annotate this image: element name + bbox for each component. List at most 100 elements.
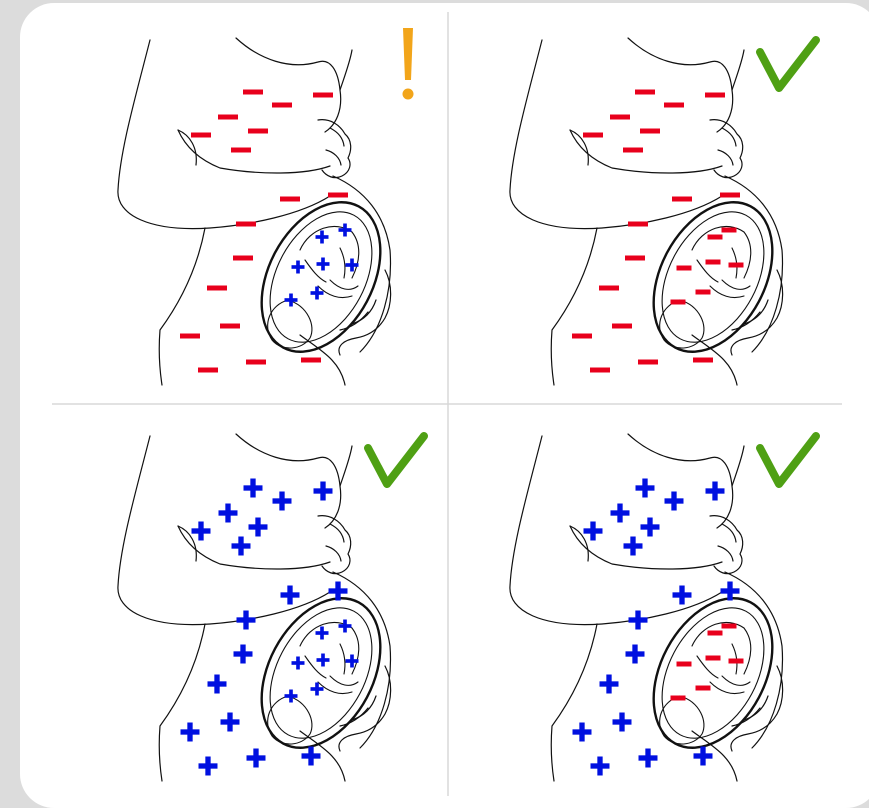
positive-charge [673,586,692,605]
positive-charge [244,479,263,498]
womb-with-fetus [630,182,797,372]
positive-charge [302,747,321,766]
positive-charge [208,675,227,694]
negative-charge [623,148,643,153]
positive-charge [192,522,211,541]
positive-charge [281,586,300,605]
negative-charge [220,324,240,329]
negative-charge [599,286,619,291]
negative-charge [231,148,251,153]
negative-charge [705,93,725,98]
positive-charge [317,654,330,667]
positive-charge [339,620,352,633]
negative-charge [664,103,684,108]
positive-charge [346,259,359,272]
negative-charge [280,197,300,202]
negative-charge [729,659,744,664]
positive-charge [317,258,330,271]
womb-with-fetus [238,578,405,768]
positive-charge [639,749,658,768]
negative-charge [671,300,686,305]
positive-charge [311,683,324,696]
positive-charge [247,749,266,768]
negative-charge [708,235,723,240]
negative-charge [696,290,711,295]
positive-charge [273,492,292,511]
checkmark-icon [368,436,424,484]
positive-charge [346,655,359,668]
positive-charge [694,747,713,766]
negative-charge [233,256,253,261]
negative-charge [572,334,592,339]
positive-charge [181,723,200,742]
positive-charge [221,713,240,732]
positive-charge [629,611,648,630]
panel-bottom-right [510,434,816,781]
negative-charge [313,93,333,98]
negative-charge [635,90,655,95]
fetus-charges [671,228,744,305]
positive-charge [665,492,684,511]
negative-charge [729,263,744,268]
exclamation-icon [403,28,414,100]
positive-charge [292,261,305,274]
positive-charge [314,482,333,501]
positive-charge [237,611,256,630]
positive-charge [316,627,329,640]
negative-charge [218,115,238,120]
positive-charge [199,757,218,776]
positive-charge [316,231,329,244]
womb-with-fetus [238,182,405,372]
positive-charge [292,657,305,670]
positive-charge [285,294,298,307]
positive-charge [234,645,253,664]
positive-charge [641,518,660,537]
positive-charge [626,645,645,664]
negative-charge [722,228,737,233]
negative-charge [677,662,692,667]
negative-charge [720,193,740,198]
fetus-charges [671,624,744,701]
positive-charge [584,522,603,541]
positive-charge [249,518,268,537]
negative-charge [583,133,603,138]
negative-charge [672,197,692,202]
negative-charge [677,266,692,271]
negative-charge [706,656,721,661]
negative-charge [693,358,713,363]
negative-charge [180,334,200,339]
negative-charge [708,631,723,636]
positive-charge [591,757,610,776]
positive-charge [611,504,630,523]
negative-charge [272,103,292,108]
positive-charge [624,537,643,556]
negative-charge [612,324,632,329]
negative-charge [191,133,211,138]
positive-charge [573,723,592,742]
positive-charge [600,675,619,694]
panel-top-right [510,38,816,385]
positive-charge [285,690,298,703]
panel-bottom-left [118,434,424,781]
negative-charge [706,260,721,265]
positive-charge [311,287,324,300]
mother-charges [573,479,740,776]
panel-top-left [118,28,414,385]
negative-charge [628,222,648,227]
negative-charge [640,129,660,134]
negative-charge [246,360,266,365]
negative-charge [610,115,630,120]
negative-charge [207,286,227,291]
womb-with-fetus [630,578,797,768]
checkmark-icon [760,436,816,484]
negative-charge [198,368,218,373]
negative-charge [696,686,711,691]
negative-charge [671,696,686,701]
negative-charge [722,624,737,629]
positive-charge [339,224,352,237]
negative-charge [248,129,268,134]
negative-charge [328,193,348,198]
negative-charge [301,358,321,363]
